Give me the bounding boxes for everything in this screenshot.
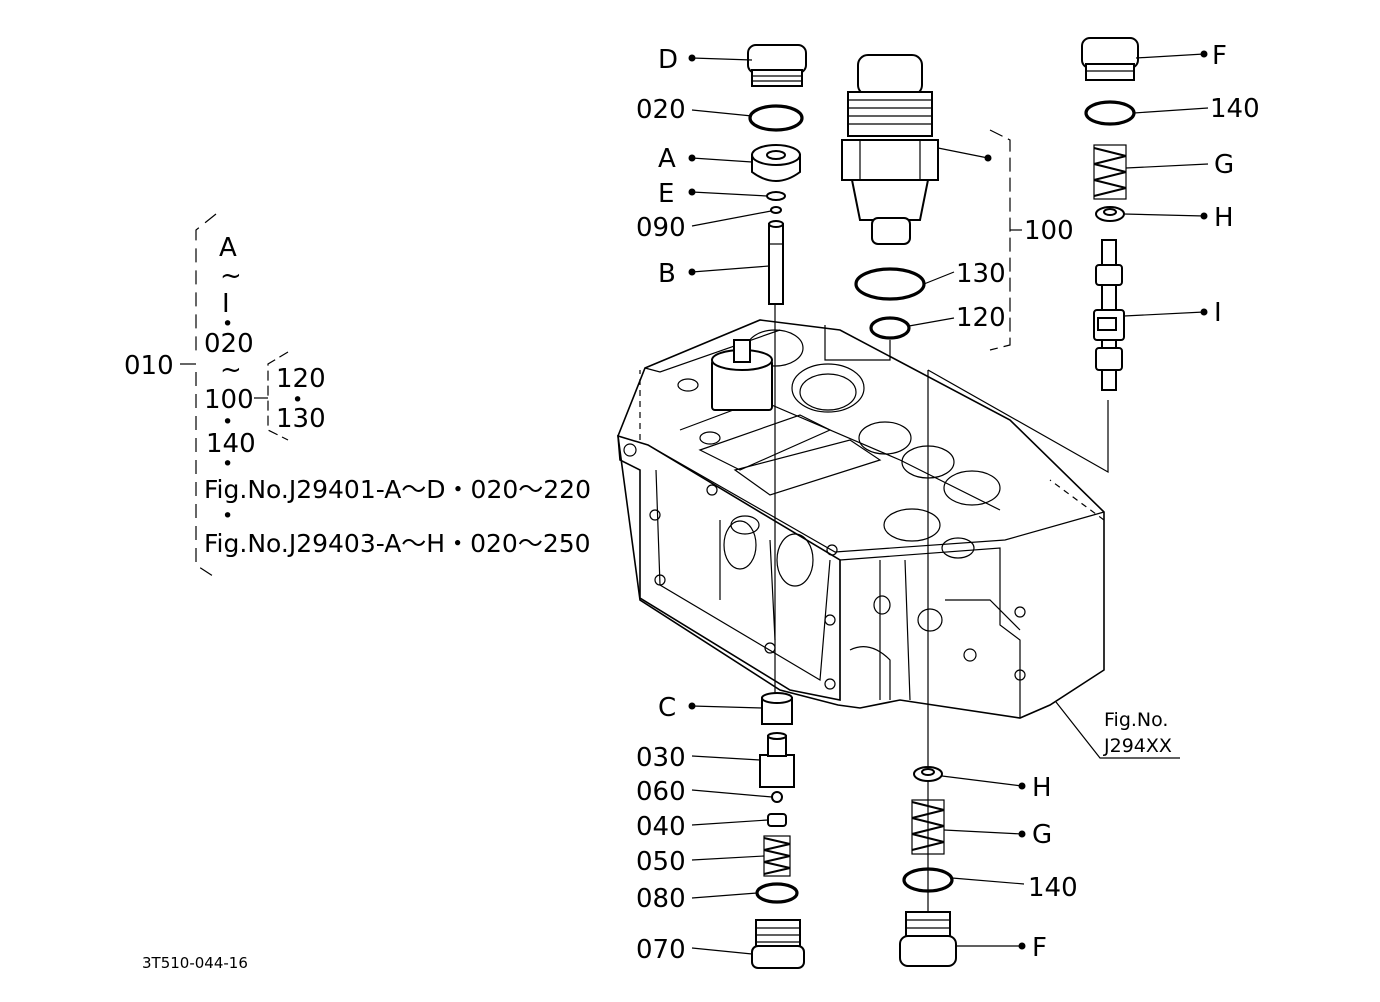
part-140: 140 bbox=[206, 429, 256, 459]
left-bottom-stack bbox=[751, 692, 805, 969]
callout-060: 060 bbox=[636, 777, 686, 807]
callout-090: 090 bbox=[636, 213, 686, 243]
sub-dot-separator: • bbox=[292, 389, 303, 411]
assembly-brackets bbox=[180, 213, 289, 579]
figure-ref-line1: Fig.No. bbox=[1104, 709, 1168, 731]
sub-part-120: 120 bbox=[276, 364, 326, 394]
callout-140-top: 140 bbox=[1210, 94, 1260, 124]
leader-lines bbox=[688, 50, 1209, 955]
callout-130: 130 bbox=[956, 259, 1006, 289]
left-top-stack bbox=[747, 44, 807, 305]
sub-part-130: 130 bbox=[276, 404, 326, 434]
callout-080: 080 bbox=[636, 884, 686, 914]
callout-140-bottom: 140 bbox=[1028, 873, 1078, 903]
relief-valve-100 bbox=[841, 54, 1022, 351]
part-020: 020 bbox=[204, 329, 254, 359]
callout-G-bottom: G bbox=[1032, 820, 1052, 850]
callout-F-top: F bbox=[1212, 41, 1227, 71]
callout-G-top: G bbox=[1214, 150, 1234, 180]
callout-120: 120 bbox=[956, 303, 1006, 333]
range-tilde-2: ~ bbox=[220, 355, 242, 385]
drawing-code: 3T510-044-16 bbox=[142, 954, 248, 972]
assembly-main-number: 010 bbox=[124, 351, 174, 381]
callout-E: E bbox=[658, 179, 674, 209]
callout-070: 070 bbox=[636, 935, 686, 965]
assembly-note: 010 A ~ I • 020 ~ 100 120 • 130 • 140 • … bbox=[124, 233, 591, 558]
callout-020: 020 bbox=[636, 95, 686, 125]
range-end: I bbox=[222, 289, 230, 319]
callout-100: 100 bbox=[1024, 216, 1074, 246]
dot-separator-2: • bbox=[222, 411, 233, 433]
callout-030: 030 bbox=[636, 743, 686, 773]
dot-separator-3: • bbox=[222, 453, 233, 475]
callout-040: 040 bbox=[636, 812, 686, 842]
reference-fig-1: Fig.No.J29401-A～D・020～220 bbox=[204, 475, 591, 504]
valve-body bbox=[617, 319, 1105, 719]
figure-ref-line2: J294XX bbox=[1103, 735, 1172, 757]
axis-lines bbox=[774, 300, 1109, 935]
dot-separator-4: • bbox=[222, 505, 233, 527]
callout-labels: D 020 A E 090 B F 140 G H I 100 130 120 … bbox=[636, 41, 1260, 965]
callout-D: D bbox=[658, 45, 678, 75]
right-top-stack bbox=[1081, 37, 1139, 391]
range-start: A bbox=[219, 233, 237, 263]
callout-I: I bbox=[1214, 298, 1222, 328]
callout-H-top: H bbox=[1214, 203, 1234, 233]
dot-separator: • bbox=[222, 313, 233, 335]
right-bottom-stack bbox=[899, 766, 957, 967]
callout-A: A bbox=[658, 144, 676, 174]
part-100: 100 bbox=[204, 385, 254, 415]
callout-050: 050 bbox=[636, 847, 686, 877]
callout-B: B bbox=[658, 259, 676, 289]
callout-H-bottom: H bbox=[1032, 773, 1052, 803]
callout-F-bottom: F bbox=[1032, 933, 1047, 963]
figure-reference: Fig.No. J294XX bbox=[1103, 709, 1172, 757]
callout-C: C bbox=[658, 693, 676, 723]
reference-fig-2: Fig.No.J29403-A～H・020～250 bbox=[204, 529, 591, 558]
range-tilde-1: ~ bbox=[220, 261, 242, 291]
